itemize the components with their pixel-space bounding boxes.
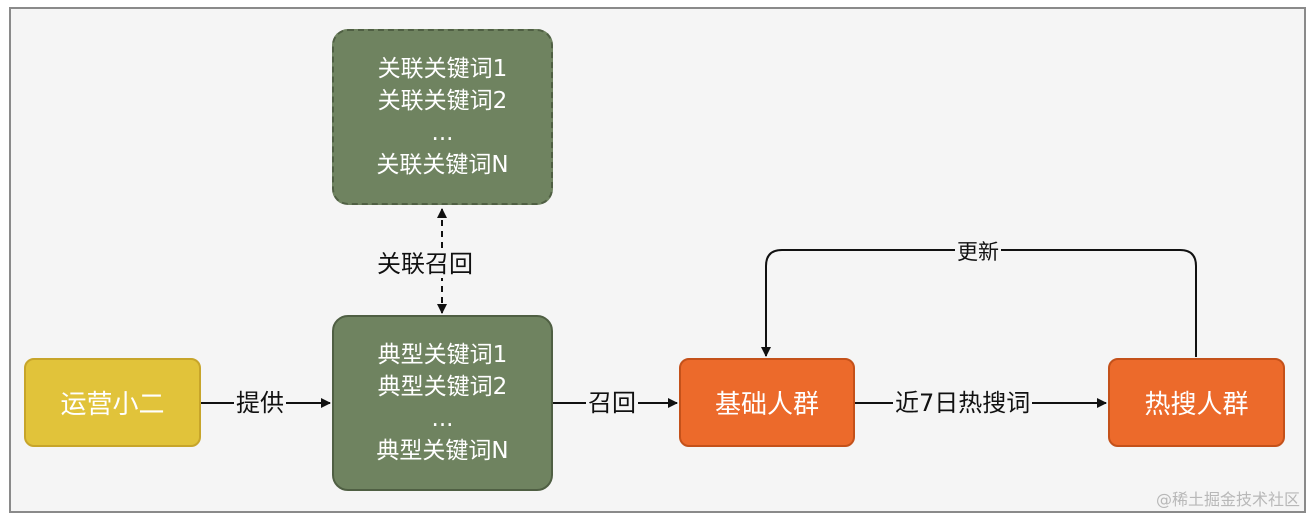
diagram-frame [9,7,1306,513]
related-keyword-2: 关联关键词2 [377,88,508,114]
related-keyword-n: 关联关键词N [376,152,509,178]
node-base-crowd: 基础人群 [679,358,855,447]
edge-recall-related-label: 关联召回 [375,250,475,278]
node-operator-label: 运营小二 [60,390,165,420]
edge-update-label: 更新 [955,238,1001,266]
typical-keyword-ellipsis: ... [431,406,454,432]
node-hot-crowd: 热搜人群 [1108,358,1285,447]
node-hot-crowd-label: 热搜人群 [1144,390,1249,420]
related-keyword-1: 关联关键词1 [377,56,508,82]
typical-keyword-n: 典型关键词N [376,438,509,464]
node-typical-keywords: 典型关键词1 典型关键词2 ... 典型关键词N [332,315,553,491]
edge-update [761,249,1197,357]
edge-hotwords-label: 近7日热搜词 [893,389,1033,417]
edge-recall-label: 召回 [586,389,638,417]
edge-provide-label: 提供 [234,389,286,417]
related-keyword-ellipsis: ... [431,120,454,146]
node-related-keywords: 关联关键词1 关联关键词2 ... 关联关键词N [332,29,553,205]
watermark: @稀土掘金技术社区 [1155,490,1300,509]
typical-keyword-1: 典型关键词1 [377,342,508,368]
typical-keyword-2: 典型关键词2 [377,374,508,400]
node-base-crowd-label: 基础人群 [714,390,819,420]
node-operator: 运营小二 [24,358,201,447]
